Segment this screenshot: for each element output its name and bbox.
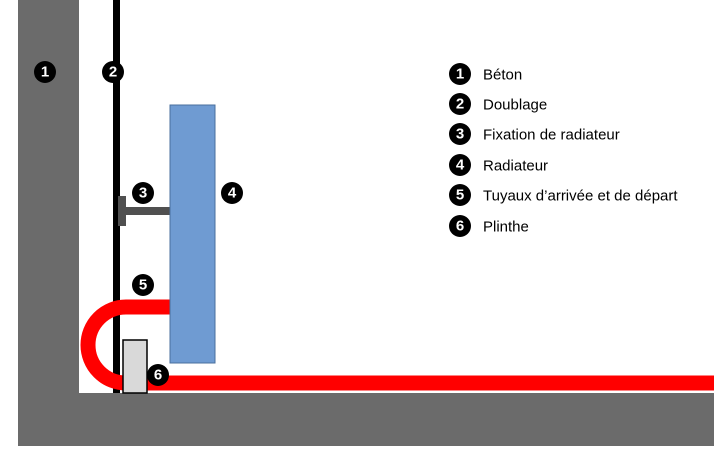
legend-label: Fixation de radiateur: [483, 127, 620, 144]
legend-item-doublage: 2 Doublage: [449, 93, 547, 115]
marker-2-number: 2: [109, 64, 117, 81]
marker-1-number: 1: [41, 64, 49, 81]
marker-1: 1: [34, 61, 56, 83]
legend-item-beton: 1 Béton: [449, 63, 522, 85]
radiator: [169, 104, 216, 364]
legend-number: 6: [456, 218, 464, 235]
legend-number: 5: [456, 187, 464, 204]
legend-label: Plinthe: [483, 219, 529, 236]
marker-5-number: 5: [139, 277, 147, 294]
marker-6: 6: [147, 364, 169, 386]
marker-6-number: 6: [154, 367, 162, 384]
skirting-board: [122, 339, 148, 394]
marker-2: 2: [102, 61, 124, 83]
legend-item-tuyaux: 5 Tuyaux d’arrivée et de départ: [449, 184, 678, 206]
marker-4: 4: [221, 182, 243, 204]
marker-4-number: 4: [228, 185, 237, 202]
lining-line: [113, 0, 120, 393]
legend-item-fixation: 3 Fixation de radiateur: [449, 123, 620, 145]
legend-label: Doublage: [483, 97, 547, 114]
marker-3: 3: [132, 182, 154, 204]
legend-label: Béton: [483, 67, 522, 84]
legend-number: 4: [456, 157, 465, 174]
marker-5: 5: [132, 274, 154, 296]
supply-return-pipe: [80, 299, 714, 391]
legend: 1 Béton 2 Doublage 3 Fixation de radiate…: [449, 63, 678, 237]
marker-3-number: 3: [139, 185, 147, 202]
legend-item-plinthe: 6 Plinthe: [449, 215, 529, 237]
legend-number: 2: [456, 96, 464, 113]
radiator-bracket-arm: [124, 207, 171, 215]
legend-number: 3: [456, 126, 464, 143]
radiator-bracket-plate: [118, 196, 126, 226]
legend-label: Radiateur: [483, 158, 548, 175]
legend-item-radiateur: 4 Radiateur: [449, 154, 548, 176]
legend-label: Tuyaux d’arrivée et de départ: [483, 188, 678, 205]
concrete-floor: [18, 393, 714, 446]
legend-number: 1: [456, 66, 464, 83]
